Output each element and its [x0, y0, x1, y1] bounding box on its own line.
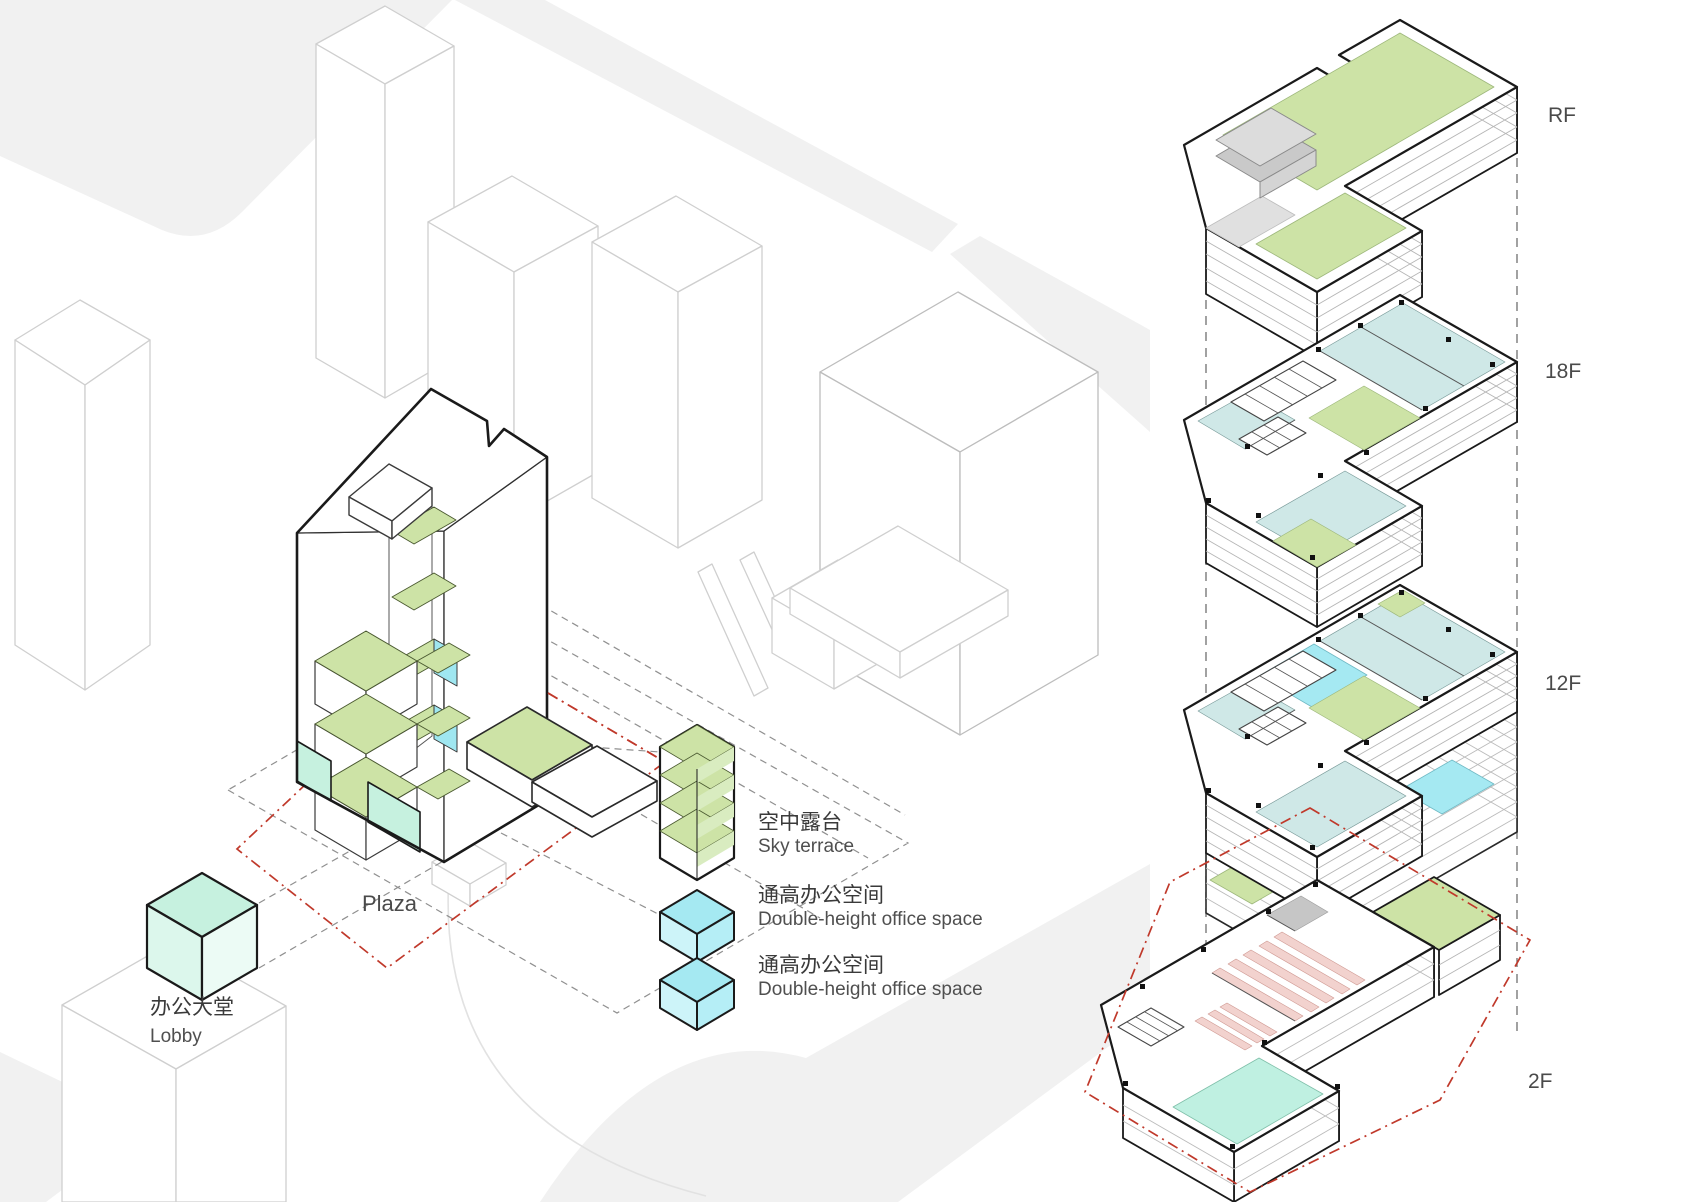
legend-sky-terrace-zh: 空中露台: [758, 811, 842, 834]
exploded-axon: RF 18F 12F 2F: [1084, 18, 1581, 1202]
context-building-left-rounded: [14, 299, 151, 691]
lobby-label-zh: 办公大堂: [150, 996, 234, 1019]
legend-double-height-box-2: [659, 957, 735, 1031]
floor-plate-rf: [1182, 18, 1519, 359]
legend-sky-terrace-box: [658, 723, 736, 882]
f2-columns: [1123, 882, 1340, 1149]
f12-terraces: [1308, 589, 1426, 741]
tower-lobby-base: [296, 740, 421, 853]
f2-walls: [1150, 914, 1296, 1028]
f2-lobby-room: [1172, 1057, 1324, 1145]
f12-columns: [1206, 590, 1495, 850]
context-building-mid-2: [591, 195, 763, 549]
podium: [466, 706, 658, 838]
f18-columns: [1206, 300, 1495, 560]
floor-plate-18f: [1182, 293, 1519, 628]
lobby-label-en: Lobby: [150, 1026, 202, 1047]
f12-walls: [1244, 616, 1465, 740]
lobby-label: 办公大堂 Lobby: [150, 996, 234, 1047]
f18-terraces: [1272, 385, 1421, 568]
main-tower: [295, 387, 549, 864]
context-building-bottom-left: [61, 941, 287, 1202]
rf-mech-box: [1215, 107, 1317, 199]
legend-double-height-1-en: Double-height office space: [758, 909, 983, 930]
floor-labels: RF 18F 12F 2F: [1528, 104, 1581, 1093]
rf-green-roof-wing: [1255, 192, 1407, 280]
legend-double-height-2-zh: 通高办公空间: [758, 954, 884, 977]
context-buildings: [14, 5, 1099, 1202]
floor-plate-2f: [1084, 807, 1531, 1202]
floor-label-18f: 18F: [1545, 360, 1581, 383]
site-boundary-2f: [1084, 807, 1531, 1193]
f2-top-face: [1099, 878, 1436, 1154]
context-terrace-slab: [789, 525, 1009, 679]
floor-label-2f: 2F: [1528, 1070, 1553, 1093]
tower-penthouse-box: [348, 463, 433, 540]
lobby-box: [145, 871, 259, 1002]
f2-east-terrace: [1372, 876, 1501, 996]
f18-core-hatch: [1244, 368, 1323, 449]
f2-retail-bars: [1194, 931, 1366, 1051]
f12-core: [1230, 650, 1337, 746]
legend-sky-terrace-en: Sky terrace: [758, 836, 854, 857]
floor-label-12f: 12F: [1545, 672, 1581, 695]
legend-labels: 空中露台 Sky terrace 通高办公空间 Double-height of…: [758, 811, 983, 1000]
f12-core-hatch: [1244, 658, 1323, 739]
floor-plate-12f: [1182, 583, 1519, 978]
legend-double-height-2-en: Double-height office space: [758, 979, 983, 1000]
tower-silhouette: [295, 387, 549, 864]
floor-label-rf: RF: [1548, 104, 1576, 127]
rf-gray-deck: [1205, 195, 1296, 248]
legend-double-height-1-zh: 通高办公空间: [758, 884, 884, 907]
f18-walls: [1244, 326, 1465, 450]
f18-core: [1230, 360, 1337, 456]
plaza-label: Plaza: [362, 891, 418, 916]
